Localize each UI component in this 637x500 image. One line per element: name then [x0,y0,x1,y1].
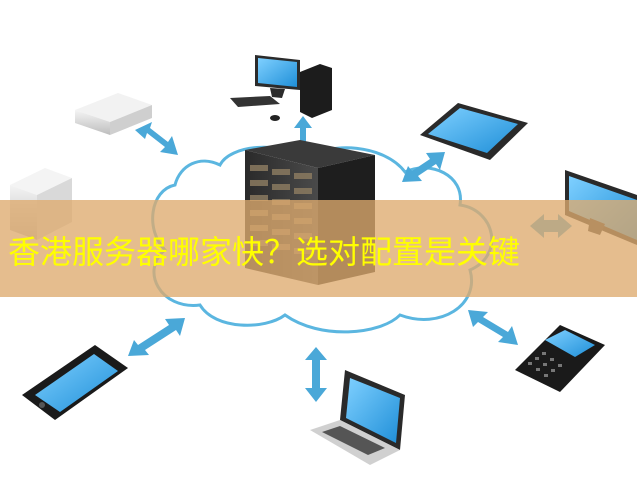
tablet-icon [420,103,528,160]
arrow-top-right [402,152,445,182]
title-banner [0,200,637,297]
banner-title: 香港服务器哪家快？选对配置是关键 [8,233,521,271]
server-box-icon [75,93,152,135]
smartphone-icon [22,345,128,420]
smartphone-keyboard-icon [515,325,605,392]
arrow-bottom [305,347,327,402]
arrow-top-left [135,122,178,155]
desktop-computer-icon [230,55,332,121]
arrow-left [128,318,185,356]
laptop-icon [310,370,405,465]
arrow-right [468,310,518,345]
